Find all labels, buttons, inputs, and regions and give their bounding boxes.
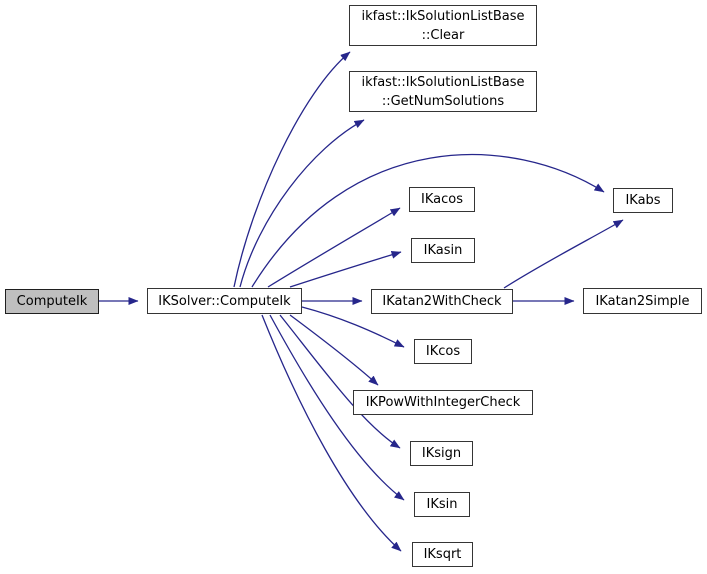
- edge-iksolver-to-clear: [233, 51, 351, 288]
- node-ikatan2simple[interactable]: IKatan2Simple: [583, 288, 702, 314]
- node-ikasin[interactable]: IKasin: [411, 238, 475, 263]
- edge-iksolver-to-iksqrt: [261, 314, 402, 552]
- edge-iksolver-to-ikacos: [267, 207, 401, 288]
- node-iksqrt[interactable]: IKsqrt: [412, 542, 473, 567]
- node-iksin[interactable]: IKsin: [414, 492, 470, 517]
- node-ikfast-iksolutionlistbase-getnumsolutions[interactable]: ikfast::IkSolutionListBase ::GetNumSolut…: [349, 71, 537, 112]
- node-ikacos[interactable]: IKacos: [409, 187, 475, 212]
- edge-iksolver-to-iksin: [269, 314, 405, 501]
- node-computeik: ComputeIk: [5, 289, 99, 314]
- edge-iksolver-to-ikabs: [251, 154, 605, 288]
- node-iksolver-computeik[interactable]: IKSolver::ComputeIk: [147, 288, 302, 314]
- node-ikfast-iksolutionlistbase-clear[interactable]: ikfast::IkSolutionListBase ::Clear: [349, 5, 537, 46]
- edge-iksolver-to-ikcos: [301, 306, 405, 348]
- edge-ikatan2withcheck-to-ikabs: [503, 219, 624, 289]
- node-ikatan2withcheck[interactable]: IKatan2WithCheck: [371, 289, 513, 314]
- node-ikpowwithintegercheck[interactable]: IKPowWithIntegerCheck: [353, 390, 533, 415]
- edge-iksolver-to-ikasin: [289, 250, 402, 288]
- edge-iksolver-to-ikpowwithintegercheck: [289, 314, 379, 386]
- node-ikcos[interactable]: IKcos: [414, 339, 472, 364]
- node-ikabs[interactable]: IKabs: [613, 188, 673, 213]
- edge-iksolver-to-iksign: [279, 314, 401, 449]
- node-iksign[interactable]: IKsign: [410, 441, 473, 466]
- edge-iksolver-to-getnumsolutions: [239, 119, 365, 288]
